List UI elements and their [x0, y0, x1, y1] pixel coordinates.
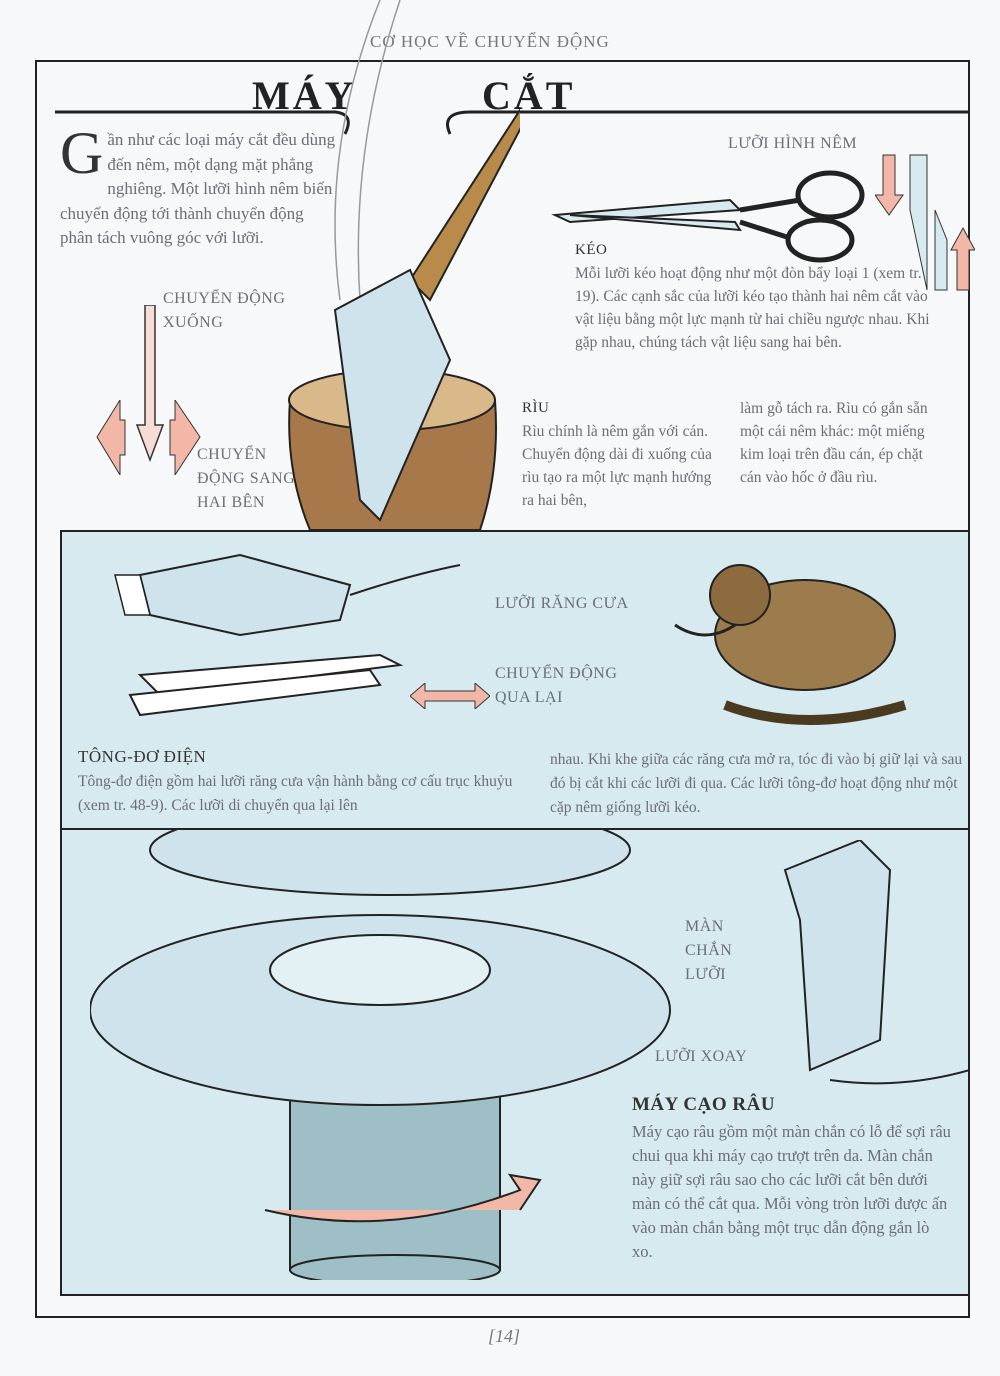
drop-cap: G [60, 120, 104, 186]
shaver-text: Máy cạo râu gồm một màn chắn có lỗ để sợ… [632, 1122, 951, 1261]
axe-illustration [288, 0, 520, 530]
axe-heading: RÌU [522, 400, 550, 416]
scissors-illustration [551, 170, 865, 263]
scissors-heading: KÉO [575, 242, 608, 258]
running-head: CƠ HỌC VỀ CHUYỂN ĐỘNG [370, 32, 610, 51]
clipper-illustration [114, 553, 461, 717]
label-down-motion: CHUYỂN ĐỘNG XUỐNG [163, 290, 286, 331]
clipper-heading: TÔNG-ĐƠ ĐIỆN [78, 747, 207, 766]
shaver-illustration [783, 840, 970, 1085]
clipper-text-col2: nhau. Khi khe giữa các răng cưa mở ra, t… [550, 751, 963, 816]
label-screen-blade: MÀN CHẮN LƯỠI [685, 918, 733, 983]
axe-text-col1: Rìu chính là nêm gắn với cán. Chuyển độn… [522, 423, 712, 509]
mammoth-illustration [674, 564, 907, 725]
scissors-text: Mỗi lưỡi kéo hoạt động như một đòn bẩy l… [575, 265, 930, 351]
shaver-heading: MÁY CẠO RÂU [632, 1094, 776, 1115]
clipper-text-col1: Tông-đơ điện gồm hai lưỡi răng cưa vận h… [78, 773, 513, 814]
title-swash [55, 110, 350, 135]
wedge-arrows-icon [875, 154, 975, 291]
label-side-motion: CHUYỂN ĐỘNG SANG HAI BÊN [197, 446, 296, 511]
intro-text: ần như các loại máy cắt đều dùng đến nêm… [60, 130, 336, 247]
label-back-forth: CHUYỂN ĐỘNG QUA LẠI [495, 665, 618, 706]
label-saw-blade: LƯỠI RĂNG CƯA [495, 595, 629, 612]
label-wedge-blade: LƯỠI HÌNH NÊM [728, 135, 858, 152]
double-arrow-icon [410, 683, 490, 709]
page-number: [14] [488, 1326, 521, 1346]
title-swash-right [446, 110, 970, 135]
axe-text-col2: làm gỗ tách ra. Rìu có gắn sẵn một cái n… [740, 400, 928, 486]
side-arrows-icon [96, 400, 201, 475]
shaver-head-illustration [90, 830, 671, 1280]
down-arrow-icon [135, 305, 165, 463]
label-rotating-blade: LƯỠI XOAY [655, 1048, 748, 1065]
